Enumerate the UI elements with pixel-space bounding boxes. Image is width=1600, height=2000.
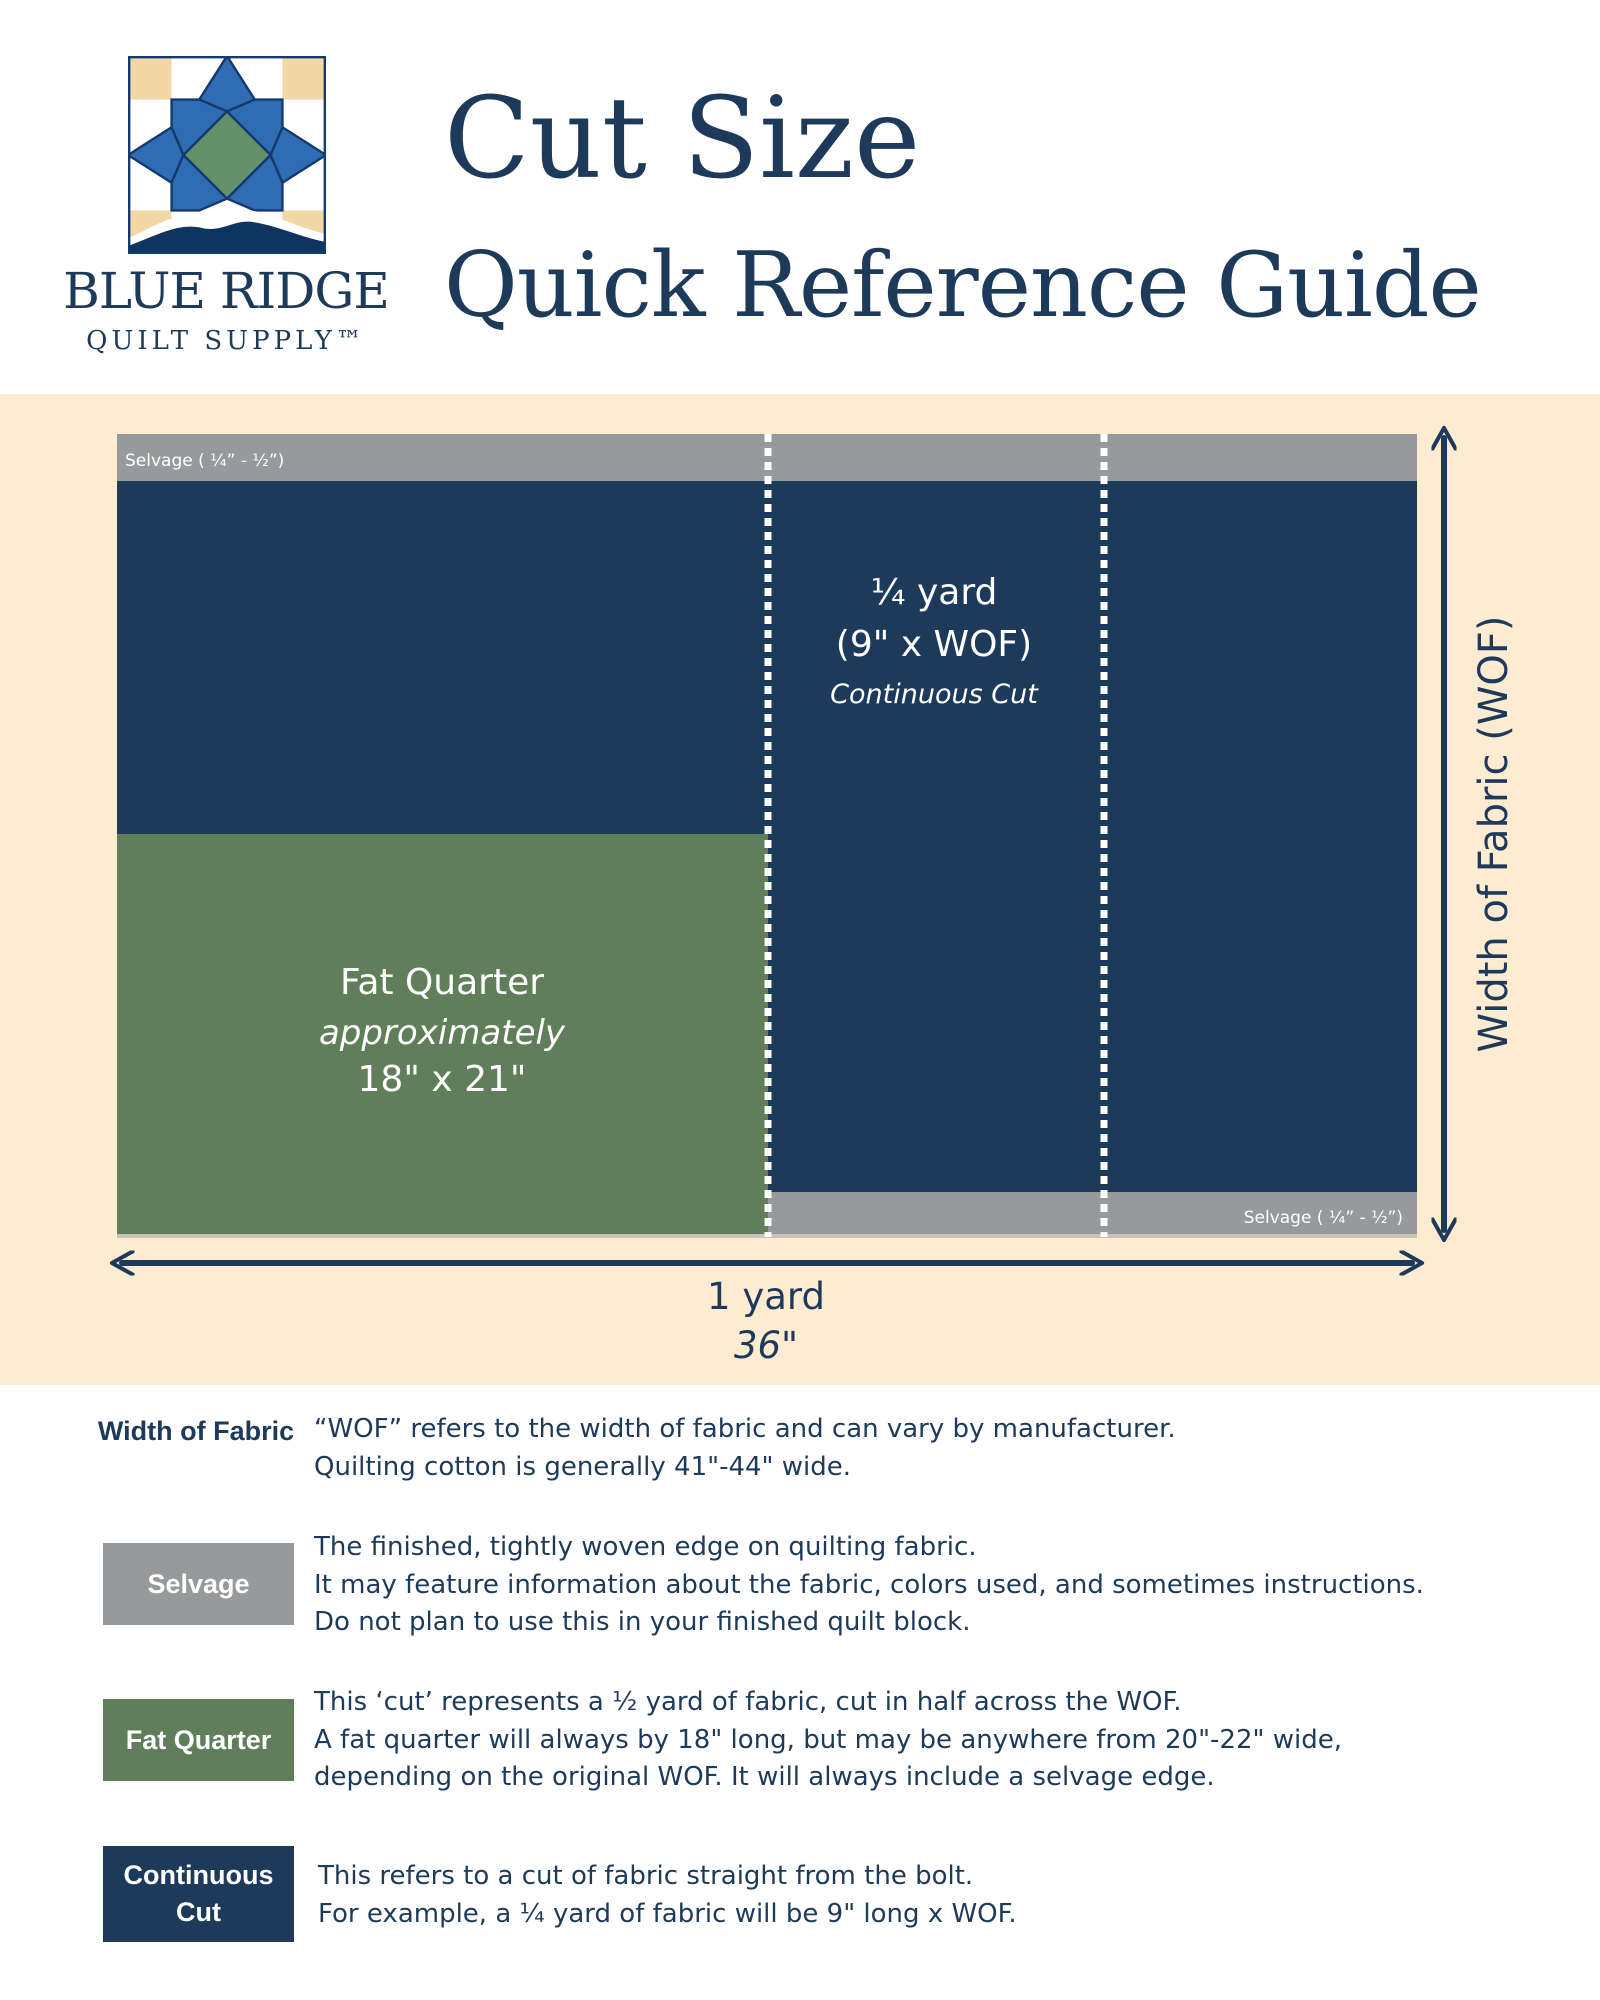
quarter-yard-label: ¼ yard [871,572,998,613]
continuous-cut-swatch: Continuous Cut [103,1846,294,1942]
fat-quarter-approx: approximately [319,1013,566,1053]
page-title: Cut Size [444,74,921,204]
brand-name: BLUE RIDGE [63,262,390,320]
legend-text-continuous-cut: This refers to a cut of fabric straight … [318,1861,1017,1929]
brand-tagline: QUILT SUPPLY™ [86,326,366,356]
fat-quarter-size: 18" x 21" [358,1059,527,1100]
length-label: 1 yard [707,1275,825,1318]
selvage-label-bottom: Selvage ( ¼” - ½”) [1244,1208,1403,1228]
selvage-swatch: Selvage [103,1543,294,1625]
fat-quarter-swatch: Fat Quarter [103,1699,294,1781]
selvage-label-top: Selvage ( ¼” - ½”) [125,451,284,471]
legend-text-selvage: The finished, tightly woven edge on quil… [314,1532,1424,1637]
quarter-yard-size: (9" x WOF) [836,624,1032,665]
length-inches-label: 36" [734,1324,798,1367]
fat-quarter-label: Fat Quarter [340,962,544,1003]
quarter-yard-cut-type: Continuous Cut [830,679,1039,710]
width-of-fabric-label: Width of Fabric (WOF) [1471,616,1517,1053]
legend-text-fat-quarter: This ‘cut’ represents a ½ yard of fabric… [314,1687,1342,1792]
quilt-block-logo-icon [128,56,326,254]
fabric-cut-diagram: Selvage ( ¼” - ½”) Selvage ( ¼” - ½”) ¼ … [0,394,1517,1367]
selvage-strip-bottom [768,1192,1417,1234]
legend-title-wof: Width of Fabric [97,1416,295,1446]
page-subtitle: Quick Reference Guide [444,233,1482,338]
fat-quarter-region [117,834,768,1234]
legend-text-wof: “WOF” refers to the width of fabric and … [314,1414,1176,1482]
